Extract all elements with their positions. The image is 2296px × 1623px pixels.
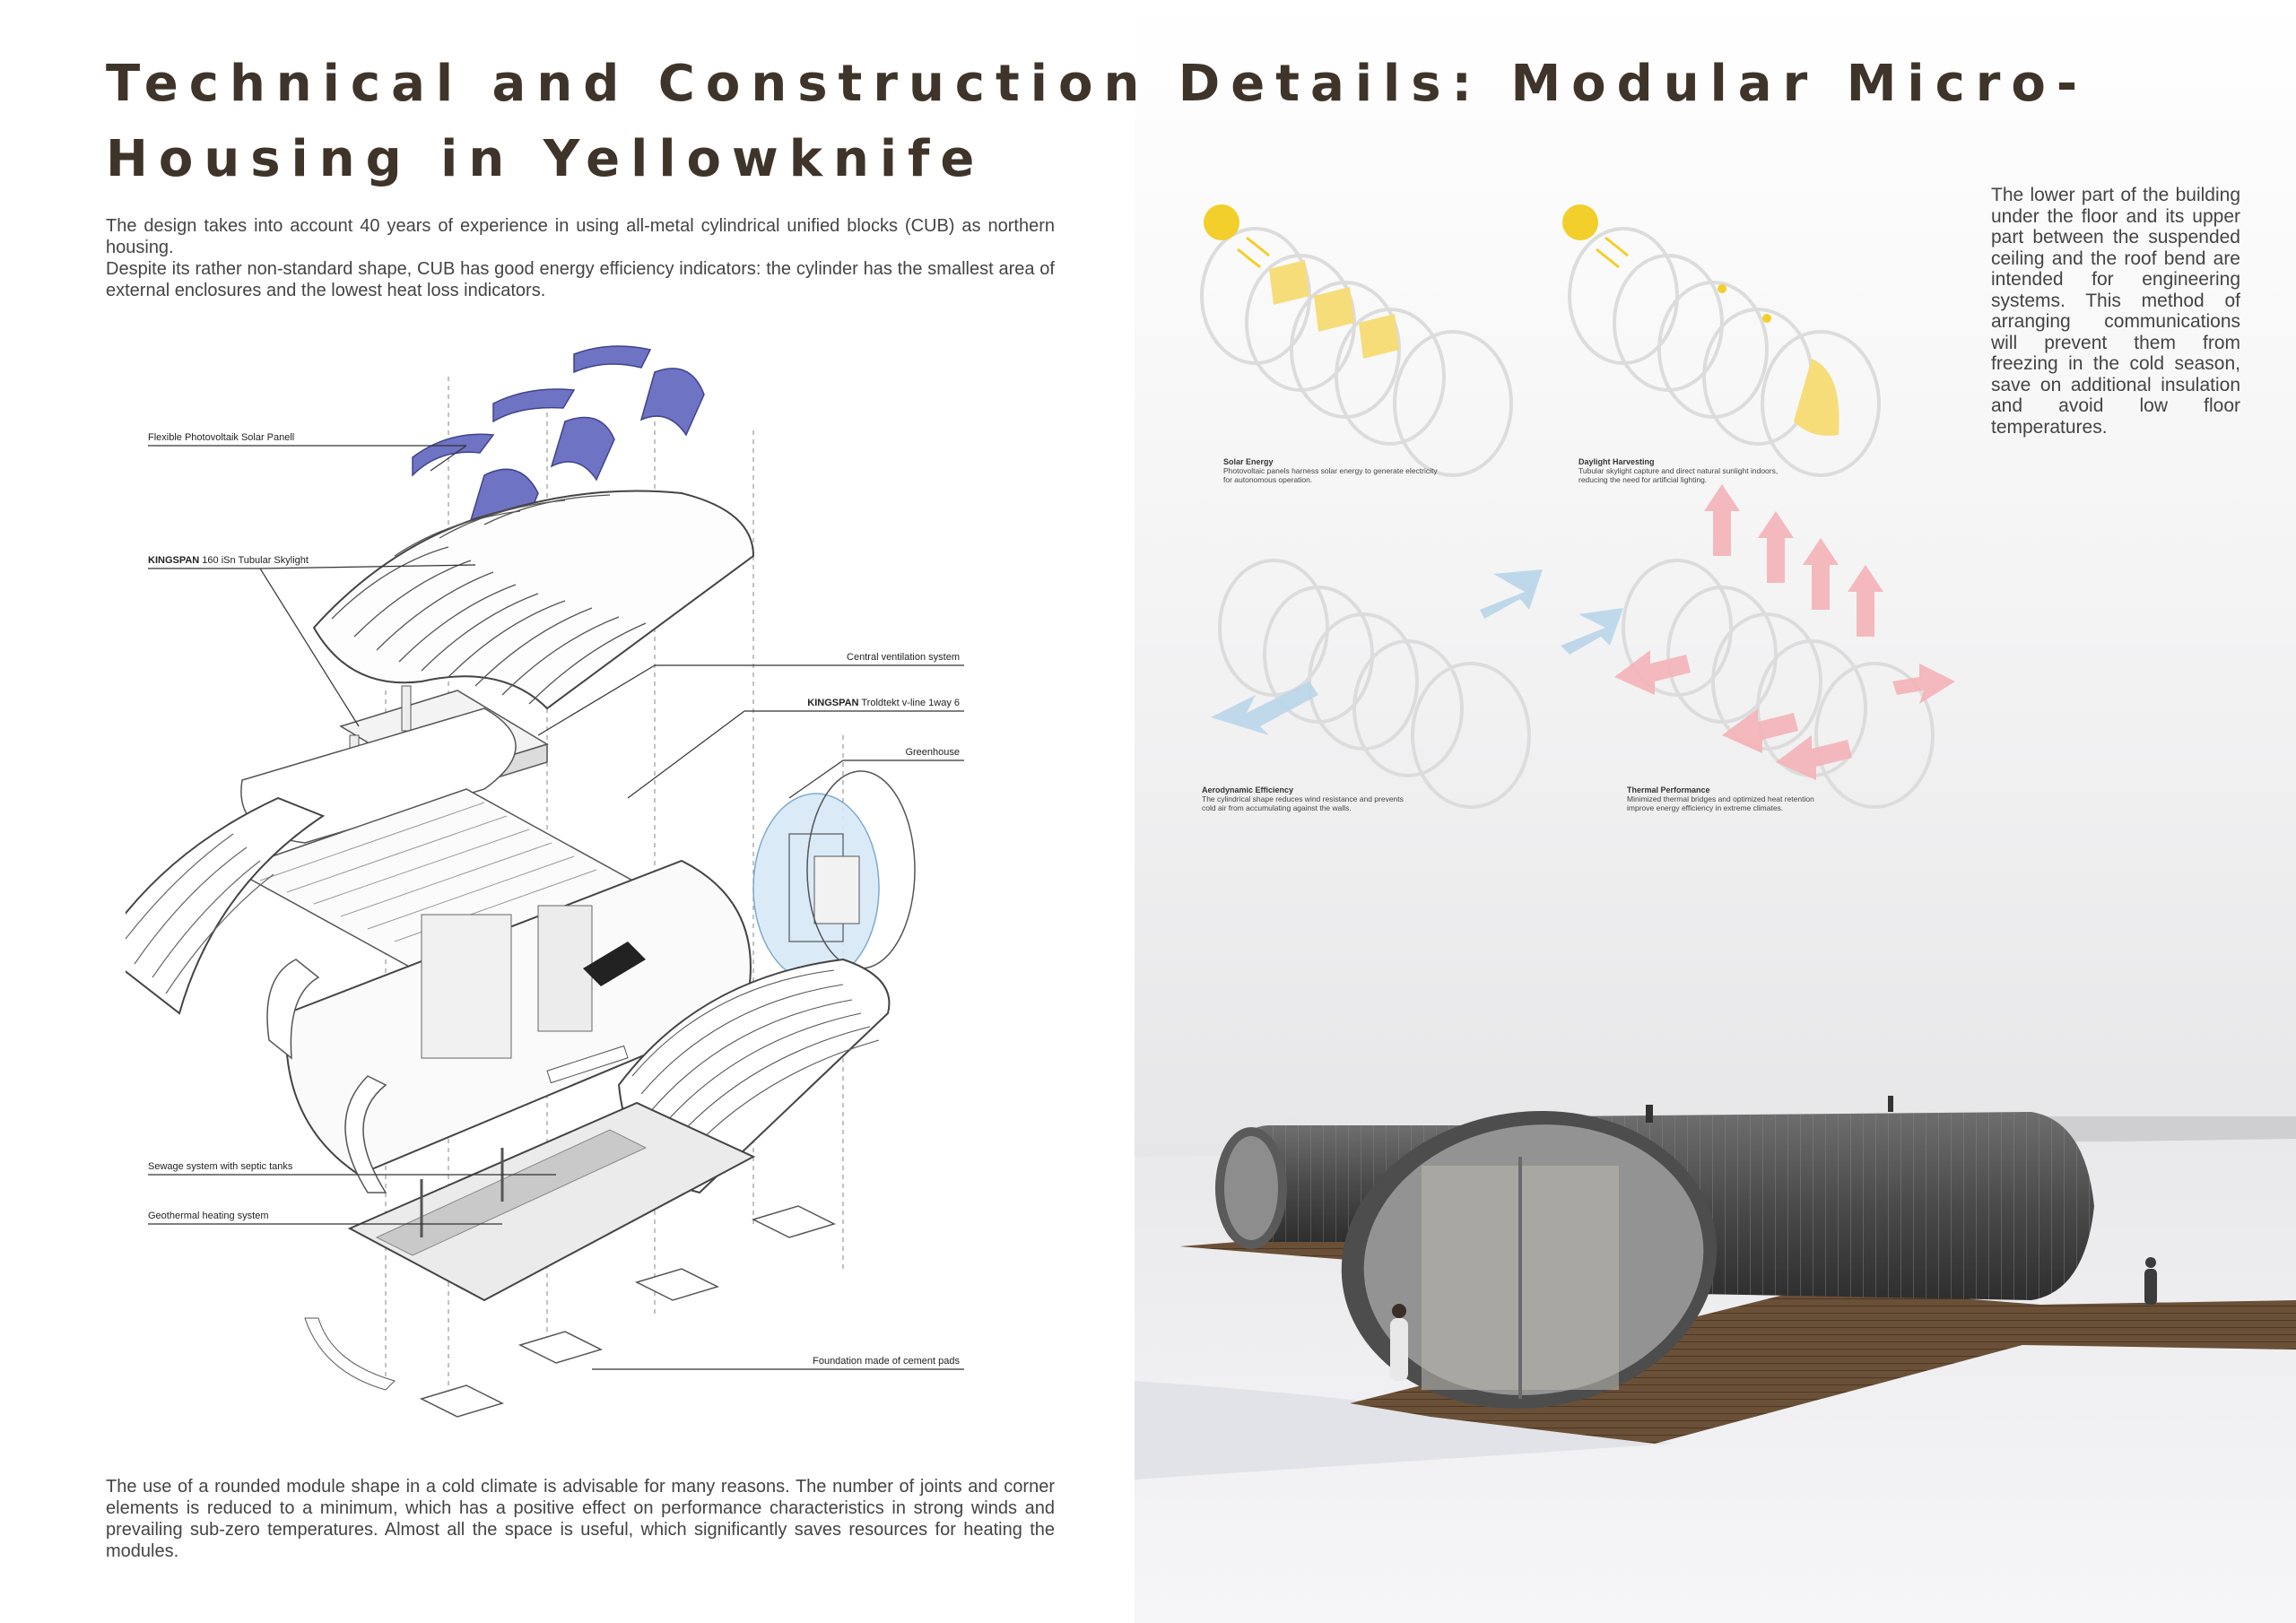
caption-body: Tubular skylight capture and direct natu…	[1578, 466, 1779, 484]
conclusion-text: The use of a rounded module shape in a c…	[106, 1477, 1055, 1561]
performance-diagrams	[1200, 204, 1955, 809]
caption-body: Minimized thermal bridges and optimized …	[1627, 794, 1814, 812]
solar-panels-highlight	[1269, 260, 1399, 359]
caption-daylight: Daylight Harvesting Tubular skylight cap…	[1578, 457, 1794, 484]
intro-text: The design takes into account 40 years o…	[106, 215, 1055, 301]
diagram-solar-module	[1200, 227, 1513, 477]
engineering-systems-text: The lower part of the building under the…	[1991, 185, 2240, 438]
render-photo	[1135, 0, 2296, 1623]
caption-title: Thermal Performance	[1627, 785, 1710, 794]
wind-arrows-icon	[1211, 569, 1623, 735]
heat-arrows-icon	[1614, 484, 1955, 780]
label-sewage: Sewage system with septic tanks	[148, 1161, 293, 1172]
label-solar-panel: Flexible Photovoltaik Solar Panell	[148, 432, 294, 443]
label-greenhouse: Greenhouse	[905, 747, 960, 758]
person-figure-distant	[2144, 1269, 2157, 1305]
sun-icon	[1562, 204, 1598, 240]
foundation-pads	[419, 1205, 837, 1418]
caption-title: Aerodynamic Efficiency	[1202, 785, 1294, 794]
label-foundation: Foundation made of cement pads	[813, 1356, 960, 1367]
caption-title: Daylight Harvesting	[1578, 457, 1655, 466]
label-ventilation: Central ventilation system	[847, 652, 960, 663]
caption-body: Photovoltaic panels harness solar energy…	[1223, 466, 1438, 484]
interior-module	[285, 859, 752, 1176]
sun-icon	[1204, 204, 1239, 240]
intro-paragraph-1: The design takes into account 40 years o…	[106, 216, 1055, 257]
label-geothermal: Geothermal heating system	[148, 1211, 269, 1221]
caption-aero: Aerodynamic Efficiency The cylindrical s…	[1202, 785, 1417, 812]
diagram-daylight-module	[1568, 227, 1881, 477]
caption-solar: Solar Energy Photovoltaic panels harness…	[1223, 457, 1439, 484]
daylight-window-icon	[1794, 359, 1839, 436]
main-module	[1341, 1096, 2094, 1409]
exploded-axonometric-diagram: Flexible Photovoltaik Solar Panell KINGS…	[126, 345, 964, 1418]
intro-paragraph-2: Despite its rather non-standard shape, C…	[106, 259, 1055, 300]
label-skylight: KINGSPAN 160 iSn Tubular Skylight	[148, 555, 309, 566]
caption-body: The cylindrical shape reduces wind resis…	[1202, 794, 1404, 812]
page-title: Technical and Construction Details: Modu…	[106, 55, 2089, 188]
person-figure	[1390, 1318, 1408, 1381]
diagram-aero-module	[1218, 559, 1531, 809]
label-troldtekt: KINGSPAN Troldtekt v-line 1way 6	[807, 698, 960, 708]
diagram-thermal-module	[1622, 559, 1935, 809]
roof-shell	[312, 490, 755, 710]
greenhouse	[752, 770, 916, 983]
left-shell	[126, 796, 326, 1015]
caption-thermal: Thermal Performance Minimized thermal br…	[1627, 785, 1842, 812]
caption-title: Solar Energy	[1223, 457, 1274, 466]
